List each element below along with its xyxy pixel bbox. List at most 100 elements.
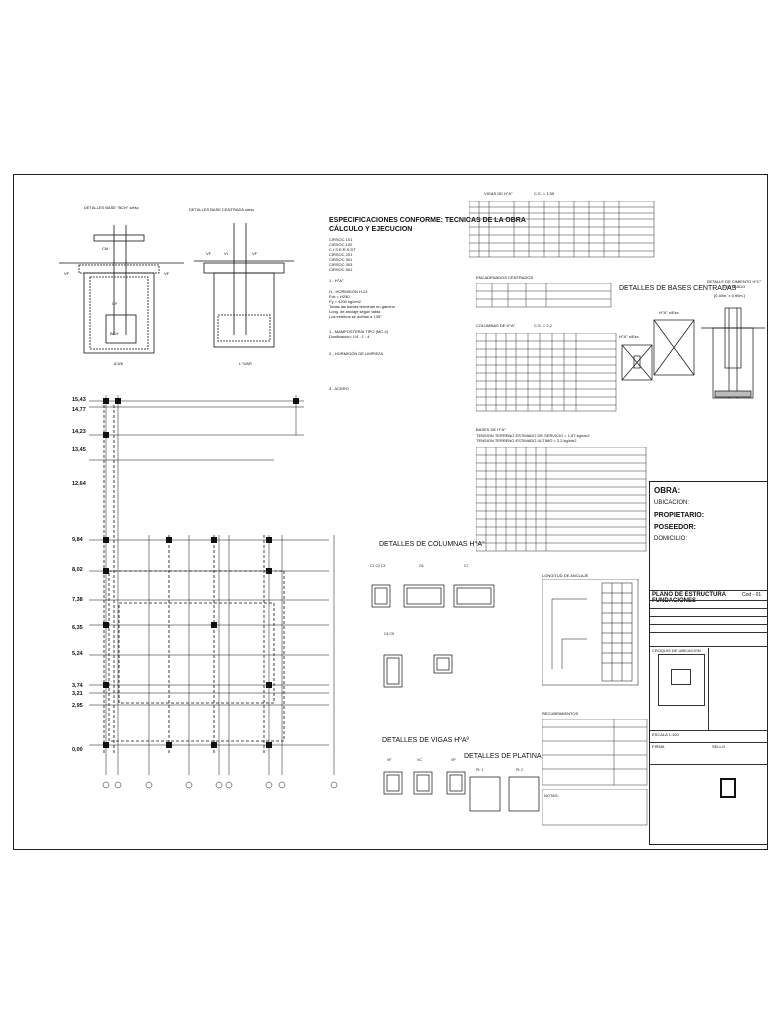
sello-label: SELLO — [712, 744, 725, 749]
spec-lines: CIRSOC 101 CIRSOC 102 C.I.S.E.R.S.DT CIR… — [329, 237, 469, 391]
base-bch-title: DETALLES BASE "BCH" s/esc — [84, 205, 139, 210]
columnas-table-title: COLUMNAS DE H°A° — [476, 323, 516, 328]
level-label: 13,45 — [72, 447, 86, 453]
spec-line: H.- HORMIGÓN H-21 — [329, 289, 368, 294]
col-label: C6 — [419, 564, 424, 568]
level-label: 5,24 — [72, 651, 83, 657]
spec-line: Todas las barras terminan en gancho — [329, 304, 395, 309]
columnas-table — [476, 333, 617, 412]
bases-table-sub2: TENSION TERRENO ESTIMADO ULTIMO = 2,2 kg… — [476, 438, 577, 443]
spec-line: 1 - MAMPOSTERÍA TIPO (MC-4) — [329, 329, 389, 334]
spec-line: 2 - HORMIGÓN DE LIMPIEZA — [329, 351, 384, 356]
vigas-table — [469, 201, 655, 258]
spec-line: CIRSOC 101 — [329, 237, 353, 242]
level-label: 14,77 — [72, 407, 86, 413]
spec-line: CIRSOC 201 — [329, 252, 353, 257]
croquis-box — [658, 654, 705, 706]
svg-text:CF: CF — [112, 301, 118, 306]
vigas-table-title: VIGAS DE H°A° — [484, 191, 513, 196]
recubrimientos-title: RECUBRIMIENTOS — [542, 711, 579, 716]
col-label: C1 C2 C3 — [370, 564, 385, 568]
level-label: 8,02 — [72, 567, 83, 573]
col-label: C4 C5 — [384, 632, 394, 636]
spec-line: CIRSOC 303 — [329, 262, 353, 267]
level-label: 3,74 — [72, 683, 83, 689]
beam-label: VP — [451, 758, 456, 762]
columns-details-drawing: C1 C2 C3 C4 C5 C6 C7 — [370, 564, 495, 688]
escala-label: ESCALA 1:100 — [652, 732, 679, 737]
poseedor-label: POSEEDOR: — [654, 524, 697, 531]
level-label: 12,64 — [72, 481, 86, 487]
level-label: 3,21 — [72, 691, 83, 697]
spec-line: CIRSOC 301 — [329, 257, 353, 262]
svg-text:VF: VF — [252, 251, 258, 256]
croquis-label: CROQUIS DE UBICACION — [652, 648, 701, 653]
notas-box — [542, 789, 648, 826]
title-block: OBRA: UBICACION: PROPIETARIO: POSEEDOR: … — [649, 481, 768, 845]
base-centrada-title: DETALLES BASE CENTRADA s/esc — [189, 207, 255, 212]
svg-text:CM: CM — [102, 246, 108, 251]
beam-label: VC — [417, 758, 422, 762]
ubicacion-label: UBICACION: — [654, 500, 690, 506]
base-details-drawing: CM VF CF BCH VF VF VI VF L°/VAR 8.5/8 — [59, 223, 294, 366]
bases-table — [476, 447, 647, 552]
spec-title-2: CÁLCULO Y EJECUCION — [329, 226, 413, 233]
spec-line: CIRSOC 102 — [329, 242, 353, 247]
anclaje-title: LONGITUD DE ANCLAJE — [542, 573, 589, 578]
domicilio-label: DOMICILIO: — [654, 536, 688, 542]
bases-centradas-title: DETALLES DE BASES CENTRADAS — [619, 285, 737, 292]
level-label: 9,84 — [72, 537, 83, 543]
svg-text:VI: VI — [224, 251, 228, 256]
cimiento-drawing — [701, 307, 765, 399]
level-label: 14,23 — [72, 429, 86, 435]
encadenados-title: ENCADENADOS CENTRADOS — [476, 275, 534, 280]
spec-line: Long. de anclaje según tabla — [329, 309, 381, 314]
level-label: 15,43 — [72, 397, 86, 403]
level-label: 0,00 — [72, 747, 83, 753]
level-label: 2,95 — [72, 703, 83, 709]
propietario-label: PROPIETARIO: — [654, 512, 705, 519]
bases-table-title: BASES DE H°A° — [476, 427, 506, 432]
platina-title: DETALLES DE PLATINA — [464, 753, 542, 760]
spec-line: Fck = H250 — [329, 294, 350, 299]
encadenados-table — [476, 283, 612, 308]
columns-title: DETALLES DE COLUMNAS H°A° — [379, 541, 485, 548]
platina-label: PL 2 — [516, 768, 523, 772]
beams-title: DETALLES DE VIGAS HºAº — [382, 737, 470, 744]
col-label: C7 — [464, 564, 469, 568]
spec-line: Fy = 4200 kg/cm2 — [329, 299, 361, 304]
spec-line: CIRSOC 501 — [329, 267, 353, 272]
plano-title: PLANO DE ESTRUCTURA FUNDACIONES — [652, 592, 726, 604]
notas-title: NOTAS: — [544, 793, 559, 798]
svg-text:VF: VF — [206, 251, 212, 256]
vigas-table-ref: C.S. = 1,55 — [534, 191, 555, 196]
svg-text:BCH: BCH — [110, 331, 119, 336]
level-label: 6,35 — [72, 625, 83, 631]
spec-line: Los estribos se doblan a 135° — [329, 314, 382, 319]
bases-centradas-drawing: H°A° s/Esc H°A° s/Esc — [619, 310, 695, 381]
columnas-table-ref: C.S. = 2,2 — [534, 323, 552, 328]
svg-text:8.5/8: 8.5/8 — [114, 361, 124, 366]
stamp-box — [720, 778, 736, 798]
level-label: 7,38 — [72, 597, 83, 603]
spec-line: 3 - ACERO — [329, 386, 349, 391]
obra-label: OBRA: — [654, 486, 681, 495]
spec-line: C.I.S.E.R.S.DT — [329, 247, 356, 252]
cimiento-title: DETALLE DE CIMIENTO H°C° CENTRADO — [706, 279, 762, 289]
bases-table-sub1: TENSION TERRENO ESTIMADO DE SERVICIO = 1… — [476, 433, 590, 438]
anclaje-drawing — [542, 579, 639, 686]
cimiento-dim: [0,40m. x 0,90m.] — [714, 293, 745, 298]
platina-drawing: PL 1 PL 2 — [469, 768, 540, 812]
spec-title-1: ESPECIFICACIONES CONFORME: TECNICAS DE L… — [329, 217, 526, 224]
svg-text:VF: VF — [64, 271, 70, 276]
firma-label: FIRMA — [652, 744, 665, 749]
svg-text:L°/VAR: L°/VAR — [239, 361, 252, 366]
spec-line: Dosificación: 1/4 : 1 : 4 — [329, 334, 370, 339]
framing-plan — [89, 395, 338, 789]
svg-text:VF: VF — [164, 271, 170, 276]
hc-label-2: H°A° s/Esc — [659, 310, 679, 315]
spec-line: 1 - H°A° — [329, 278, 344, 283]
plano-code: Cod - 01 — [742, 592, 762, 598]
beam-label: VF — [387, 758, 391, 762]
recubrimientos-table — [542, 719, 648, 786]
